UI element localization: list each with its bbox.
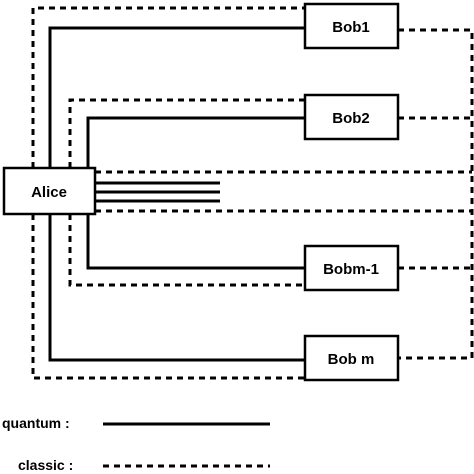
legend: quantum : classic : <box>2 415 270 473</box>
bob2-node: Bob2 <box>303 93 400 141</box>
alice-label: Alice <box>31 184 67 201</box>
bob1-label: Bob1 <box>332 19 370 36</box>
alice-node: Alice <box>2 166 97 216</box>
bob2-label: Bob2 <box>332 110 370 127</box>
bob-m-minus-1-node: Bobm-1 <box>303 244 400 292</box>
bob-m-node: Bob m <box>303 334 400 382</box>
classic-channel-bob-m-minus-1 <box>68 214 305 287</box>
legend-quantum-label: quantum : <box>2 415 70 431</box>
classic-channel-bob2 <box>68 98 305 168</box>
quantum-channel-bob2 <box>86 116 305 168</box>
quantum-channel-bob1 <box>48 26 305 168</box>
quantum-channel-bob-m-minus-1 <box>86 214 305 270</box>
bob1-node: Bob1 <box>303 2 400 50</box>
legend-classic-label: classic : <box>18 457 73 473</box>
bob-m-label: Bob m <box>328 351 375 368</box>
classic-channel-bob1-right <box>398 28 474 360</box>
bob-m-minus-1-label: Bobm-1 <box>323 261 379 278</box>
classic-channel-bob1 <box>31 6 305 168</box>
classic-channel-bob-m <box>31 214 305 380</box>
quantum-channel-bob-m <box>48 214 305 362</box>
